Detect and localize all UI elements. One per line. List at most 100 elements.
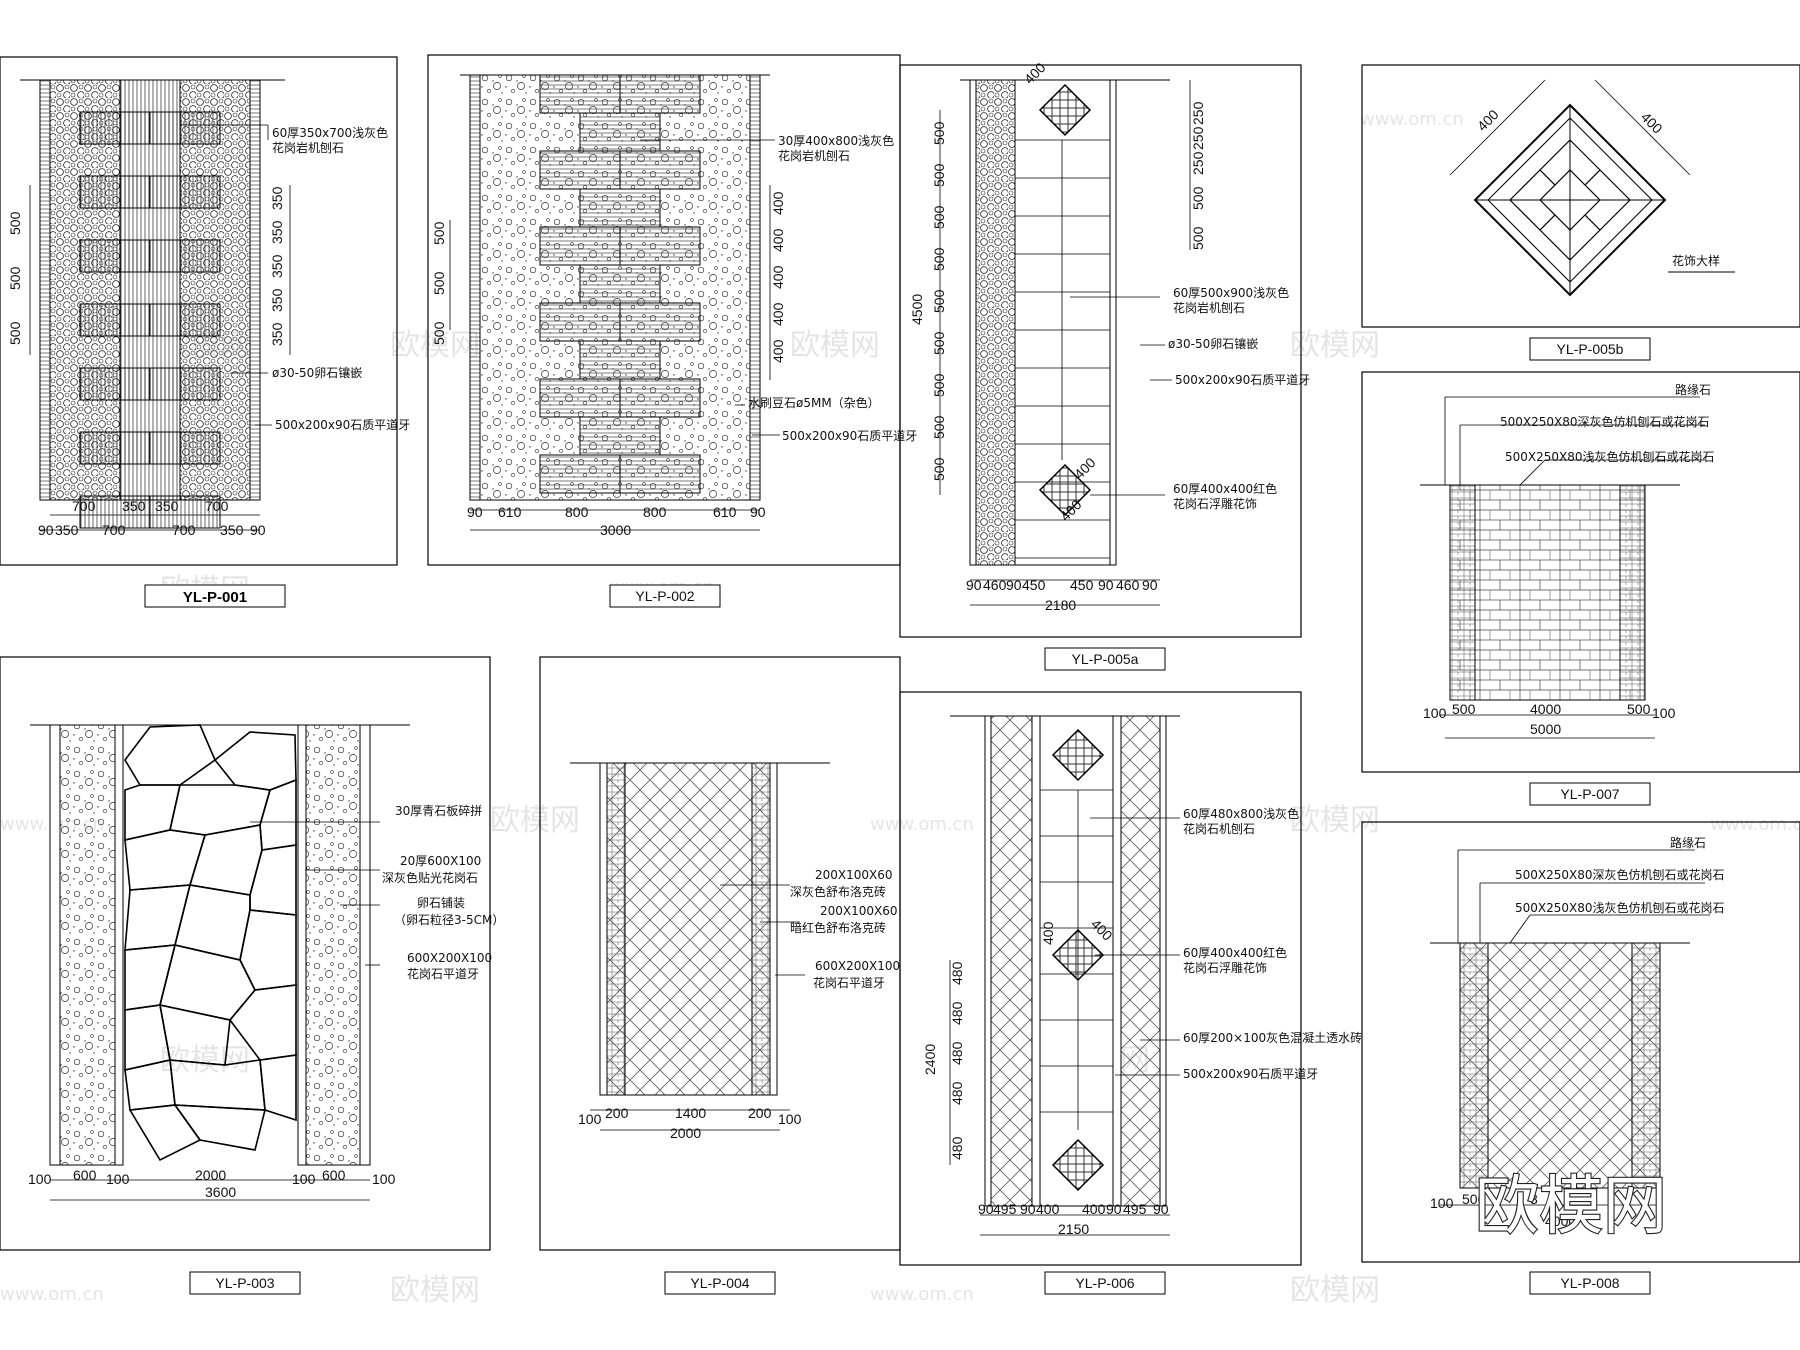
sheet-title: YL-P-003 [215, 1275, 274, 1291]
note: （卵石粒径3-5CM） [394, 912, 504, 927]
dim-label: 350 [155, 498, 179, 514]
paving-slab [579, 340, 661, 380]
dim-label: 400 [1040, 921, 1056, 945]
note: 500X250X80浅灰色仿机刨石或花岗石 [1515, 900, 1725, 915]
dimensions [29, 185, 291, 531]
dim-label: 480 [949, 1001, 965, 1025]
dim-label: 250 [1190, 151, 1206, 175]
note: 花岗石平道牙 [813, 975, 885, 990]
note: 200X100X60 [820, 904, 898, 918]
dim-label: 90 [250, 522, 266, 538]
dim-label: 700 [172, 522, 196, 538]
sheet-title: YL-P-005b [1557, 341, 1624, 357]
dim-label: 350 [220, 522, 244, 538]
dim-total: 3600 [205, 1184, 236, 1200]
dim-label: 100 [106, 1171, 130, 1187]
dim-label: 90 [467, 504, 483, 520]
paving-slab [579, 112, 661, 152]
dim-label: 460 [1116, 577, 1140, 593]
sheet-yl-p-008: 路缘石 500X250X80深灰色仿机刨石或花岗石 500X250X80浅灰色仿… [1361, 821, 1800, 1295]
brick-paving [1449, 484, 1646, 701]
title-box [144, 584, 286, 608]
dim-label: 500 [931, 205, 947, 229]
dim-label: 350 [269, 220, 285, 244]
note: 500x200x90石质平道牙 [1183, 1067, 1318, 1081]
note: 600X200X100 [407, 951, 492, 965]
dim-total: 4500 [909, 294, 925, 325]
sheet-yl-p-005b: 400 400 花饰大样 YL-P-005b [1361, 64, 1800, 361]
ornament-tile [1051, 728, 1105, 1192]
dim-label: 500 [1190, 186, 1206, 210]
paving-slab [579, 264, 661, 304]
dim-label: 500 [431, 271, 447, 295]
note: 30厚400x800浅灰色 [778, 134, 894, 148]
curb-right [749, 74, 761, 501]
dim-label: 90 [1006, 577, 1022, 593]
dim-label: 3 [1530, 1191, 1538, 1207]
dim-label: 90 [1098, 577, 1114, 593]
note: 500X250X80浅灰色仿机刨石或花岗石 [1505, 449, 1715, 464]
dim-label: 100 [578, 1111, 602, 1127]
note: 路缘石 [1670, 835, 1706, 850]
dim-label: 500 [7, 211, 23, 235]
dim-label: 250 [1190, 101, 1206, 125]
note: 200X100X60 [815, 868, 893, 882]
sheet-yl-p-006: 60厚480x800浅灰色 花岗石机刨石 60厚400x400红色 花岗石浮雕花… [899, 691, 1362, 1295]
sheet-yl-p-002: 30厚400x800浅灰色 花岗岩机刨石 水刷豆石ø5MM（杂色） 500x20… [427, 54, 917, 608]
note: 500X250X80深灰色仿机刨石或花岗石 [1500, 414, 1710, 429]
dim-label: 100 [1423, 705, 1447, 721]
note: 60厚480x800浅灰色 [1183, 807, 1299, 821]
dim-label: 90 [1153, 1201, 1169, 1217]
dim-label: 500 [7, 266, 23, 290]
sheet-yl-p-005a: 60厚500x900浅灰色 花岗岩机刨石 ø30-50卵石镶嵌 500x200x… [899, 59, 1310, 671]
dim-label: 700 [102, 522, 126, 538]
sheet-title: YL-P-008 [1560, 1275, 1619, 1291]
note: 水刷豆石ø5MM（杂色） [748, 396, 880, 410]
dim-label: 400 [1638, 109, 1666, 137]
sheet-yl-p-001: 60厚350x700浅灰色 花岗岩机刨石 ø30-50卵石镶嵌 500x200x… [0, 56, 410, 608]
dim-label: 2000 [195, 1167, 226, 1183]
note: ø30-50卵石镶嵌 [1168, 336, 1258, 351]
paving-slab [579, 416, 661, 456]
note: 深灰色舒布洛克砖 [790, 884, 886, 899]
note: 500X250X80深灰色仿机刨石或花岗石 [1515, 867, 1725, 882]
sheet-title: YL-P-005a [1072, 651, 1139, 667]
dim-label: 450 [1070, 577, 1094, 593]
dim-label: 400 [770, 339, 786, 363]
dim-label: 100 [778, 1111, 802, 1127]
dim-label: 500 [931, 415, 947, 439]
dim-label: 480 [949, 1081, 965, 1105]
dim-label: 400 [770, 191, 786, 215]
watermark: www.om.cn [0, 1284, 104, 1305]
dim-label: 350 [269, 254, 285, 278]
note: 60厚400x400红色 [1173, 481, 1277, 496]
paving-slab [579, 188, 661, 228]
dim-label: 610 [713, 504, 737, 520]
dim-label: 400 [770, 265, 786, 289]
curb-left [469, 74, 481, 501]
dim-label: 800 [565, 504, 589, 520]
dim-label: 500 [7, 321, 23, 345]
dim-label: 700 [205, 498, 229, 514]
dim-label: 600 [73, 1167, 97, 1183]
dim-label: 350 [269, 186, 285, 210]
dim-label: 610 [498, 504, 522, 520]
note: 花岗岩机刨石 [272, 140, 344, 155]
dim-label: 100 [1652, 705, 1676, 721]
dim-label: 100 [292, 1171, 316, 1187]
dim-label: 400 [1036, 1201, 1060, 1217]
dim-label: 500 [1627, 701, 1651, 717]
dim-label: 200 [748, 1105, 772, 1121]
dim-total: 2400 [922, 1044, 938, 1075]
dim-label: 350 [55, 522, 79, 538]
dim-label: 4000 [1545, 1213, 1576, 1229]
dim-label: 100 [372, 1171, 396, 1187]
dim-label: 700 [72, 498, 96, 514]
dim-label: 500 [431, 221, 447, 245]
sheet-title: YL-P-001 [183, 589, 247, 606]
dim-label: 90 [750, 504, 766, 520]
dim-total: 2150 [1058, 1221, 1089, 1237]
paving-slabs [79, 111, 221, 529]
dim-label: 500 [931, 373, 947, 397]
ornament-detail [1473, 103, 1667, 297]
